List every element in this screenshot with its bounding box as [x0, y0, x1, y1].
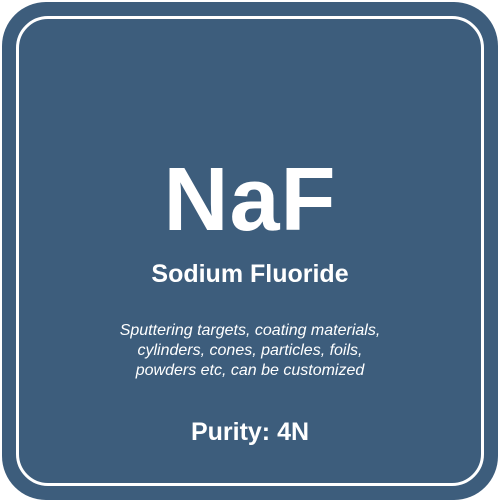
compound-name: Sodium Fluoride [151, 260, 349, 288]
card-inner-frame [16, 16, 484, 486]
product-description: Sputtering targets, coating materials, c… [2, 321, 498, 381]
description-line: cylinders, cones, particles, foils, [137, 342, 363, 359]
description-line: Sputtering targets, coating materials, [119, 322, 381, 339]
product-card: NaF Sodium Fluoride Sputtering targets, … [2, 2, 498, 500]
description-line: powders etc, can be customized [135, 362, 365, 379]
purity-label: Purity: 4N [190, 418, 310, 446]
chemical-symbol: NaF [163, 150, 337, 250]
